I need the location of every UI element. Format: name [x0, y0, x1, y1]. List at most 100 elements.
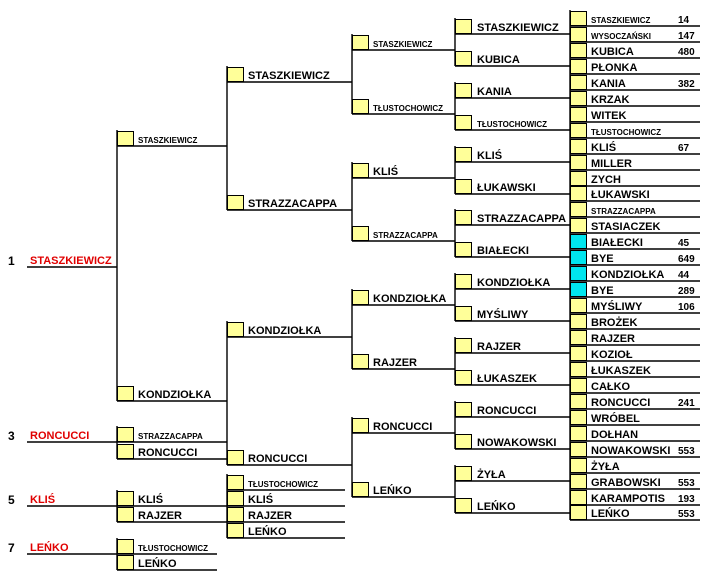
score-box[interactable]	[352, 35, 369, 50]
player-name: STRAZZACAPPA	[591, 207, 656, 216]
score-box[interactable]	[352, 354, 369, 369]
player-name: BROŻEK	[591, 317, 638, 329]
seed-number: 553	[678, 509, 695, 520]
score-box[interactable]	[570, 346, 587, 361]
score-box[interactable]	[227, 475, 244, 490]
score-box[interactable]	[117, 386, 134, 401]
score-box[interactable]	[570, 298, 587, 313]
score-box[interactable]	[117, 555, 134, 570]
score-box[interactable]	[570, 394, 587, 409]
score-box[interactable]	[117, 444, 134, 459]
score-box[interactable]	[570, 218, 587, 233]
third-place-name: RONCUCCI	[30, 430, 90, 442]
seed-number: 67	[678, 143, 690, 154]
score-box[interactable]	[455, 274, 472, 289]
score-box[interactable]	[455, 83, 472, 98]
score-box[interactable]	[570, 458, 587, 473]
player-name: BYE	[591, 253, 614, 265]
player-name: KLIŚ	[591, 142, 617, 154]
score-box[interactable]	[570, 410, 587, 425]
score-box[interactable]	[570, 75, 587, 90]
score-box[interactable]	[570, 362, 587, 377]
score-box[interactable]	[227, 491, 244, 506]
score-box[interactable]	[227, 450, 244, 465]
score-box[interactable]	[570, 11, 587, 26]
score-box[interactable]	[455, 402, 472, 417]
score-box[interactable]	[570, 330, 587, 345]
score-box[interactable]	[455, 498, 472, 513]
score-box[interactable]	[570, 282, 587, 297]
player-name: STASZKIEWICZ	[248, 70, 330, 82]
seed-number: 649	[678, 254, 695, 265]
seed-number: 147	[678, 31, 695, 42]
score-box[interactable]	[570, 186, 587, 201]
score-box[interactable]	[117, 427, 134, 442]
seventh-place-name: LEŃKO	[30, 542, 69, 554]
score-box[interactable]	[570, 442, 587, 457]
score-box[interactable]	[455, 434, 472, 449]
score-box[interactable]	[352, 482, 369, 497]
score-box[interactable]	[570, 474, 587, 489]
score-box[interactable]	[570, 378, 587, 393]
player-name: KUBICA	[591, 46, 634, 58]
score-box[interactable]	[227, 507, 244, 522]
score-box[interactable]	[352, 226, 369, 241]
player-name: KUBICA	[477, 54, 520, 66]
player-name: KRZAK	[591, 94, 630, 106]
score-box[interactable]	[455, 51, 472, 66]
player-name: NOWAKOWSKI	[477, 437, 557, 449]
seed-number: 193	[678, 494, 695, 505]
score-box[interactable]	[455, 370, 472, 385]
score-box[interactable]	[117, 507, 134, 522]
score-box[interactable]	[455, 338, 472, 353]
score-box[interactable]	[570, 490, 587, 505]
player-name: ŁUKASZEK	[591, 365, 651, 377]
score-box[interactable]	[570, 234, 587, 249]
score-box[interactable]	[352, 163, 369, 178]
player-name: KARAMPOTIS	[591, 493, 665, 505]
player-name: KANIA	[591, 78, 626, 90]
score-box[interactable]	[570, 123, 587, 138]
score-box[interactable]	[455, 147, 472, 162]
score-box[interactable]	[455, 242, 472, 257]
score-box[interactable]	[455, 19, 472, 34]
score-box[interactable]	[117, 539, 134, 554]
score-box[interactable]	[352, 99, 369, 114]
score-box[interactable]	[570, 107, 587, 122]
score-box[interactable]	[227, 67, 244, 82]
score-box[interactable]	[570, 250, 587, 265]
score-box[interactable]	[352, 290, 369, 305]
score-box[interactable]	[455, 210, 472, 225]
score-box[interactable]	[570, 202, 587, 217]
player-name: LEŃKO	[248, 526, 287, 538]
score-box[interactable]	[570, 266, 587, 281]
player-name: KONDZIOŁKA	[138, 389, 212, 401]
score-box[interactable]	[570, 426, 587, 441]
player-name: RAJZER	[248, 510, 293, 522]
score-box[interactable]	[455, 179, 472, 194]
score-box[interactable]	[455, 115, 472, 130]
player-name: MYŚLIWY	[477, 309, 529, 321]
score-box[interactable]	[117, 491, 134, 506]
score-box[interactable]	[570, 43, 587, 58]
score-box[interactable]	[570, 59, 587, 74]
score-box[interactable]	[227, 195, 244, 210]
score-box[interactable]	[117, 131, 134, 146]
score-box[interactable]	[455, 466, 472, 481]
score-box[interactable]	[570, 314, 587, 329]
player-name: STASIACZEK	[591, 221, 661, 233]
score-box[interactable]	[570, 155, 587, 170]
score-box[interactable]	[227, 322, 244, 337]
score-box[interactable]	[455, 306, 472, 321]
player-name: NOWAKOWSKI	[591, 445, 671, 457]
player-name: STRAZZACAPPA	[373, 231, 438, 240]
score-box[interactable]	[570, 91, 587, 106]
score-box[interactable]	[570, 171, 587, 186]
score-box[interactable]	[227, 523, 244, 538]
place-number: 7	[8, 541, 15, 555]
score-box[interactable]	[570, 27, 587, 42]
score-box[interactable]	[352, 418, 369, 433]
score-box[interactable]	[570, 505, 587, 520]
score-box[interactable]	[570, 139, 587, 154]
